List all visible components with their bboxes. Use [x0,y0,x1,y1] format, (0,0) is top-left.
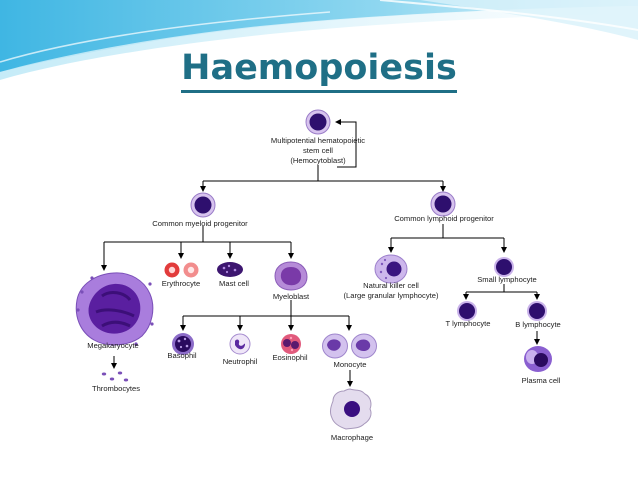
thrombocytes-label: Thrombocytes [91,384,141,393]
eosinophil-label: Eosinophil [272,353,308,362]
erythrocyte-label: Erythrocyte [161,279,201,288]
megakaryocyte-icon [75,272,154,346]
lymphoid-progenitor-label: Common lymphoid progenitor [394,214,494,223]
eosinophil-icon [281,334,301,354]
mast-cell-icon [217,262,243,277]
basophil-label: Basophil [167,351,197,360]
small-lymphocyte-icon [494,257,514,277]
stem-cell-label: Multipotential hematopoietic stem cell (… [270,136,366,165]
b-lymphocyte-icon [527,301,547,321]
natural-killer-cell-label: Natural killer cell (Large granular lymp… [343,281,439,300]
macrophage-icon [329,388,372,430]
lymphoid-progenitor-icon [430,191,456,217]
t-lymphocyte-icon [457,301,477,321]
page-title: Haemopoiesis [0,46,638,93]
monocyte-icon [322,333,377,359]
t-lymphocyte-label: T lymphocyte [445,319,491,328]
myeloblast-icon [274,261,308,291]
natural-killer-cell-icon [374,254,408,284]
myeloblast-label: Myeloblast [272,292,310,301]
myeloid-progenitor-icon [190,192,216,218]
stem-cell-icon [305,109,331,135]
erythrocyte-icon [164,262,199,278]
macrophage-label: Macrophage [330,433,374,442]
basophil-icon [172,333,194,355]
neutrophil-icon [229,333,251,355]
small-lymphocyte-label: Small lymphocyte [477,275,537,284]
mast-cell-label: Mast cell [219,279,249,288]
megakaryocyte-label: Megakaryocyte [87,341,139,350]
myeloid-progenitor-label: Common myeloid progenitor [152,219,248,228]
b-lymphocyte-label: B lymphocyte [515,320,561,329]
monocyte-label: Monocyte [333,360,367,369]
neutrophil-label: Neutrophil [222,357,258,366]
plasma-cell-label: Plasma cell [521,376,561,385]
plasma-cell-icon [524,346,552,372]
thrombocytes-icon [101,371,129,382]
